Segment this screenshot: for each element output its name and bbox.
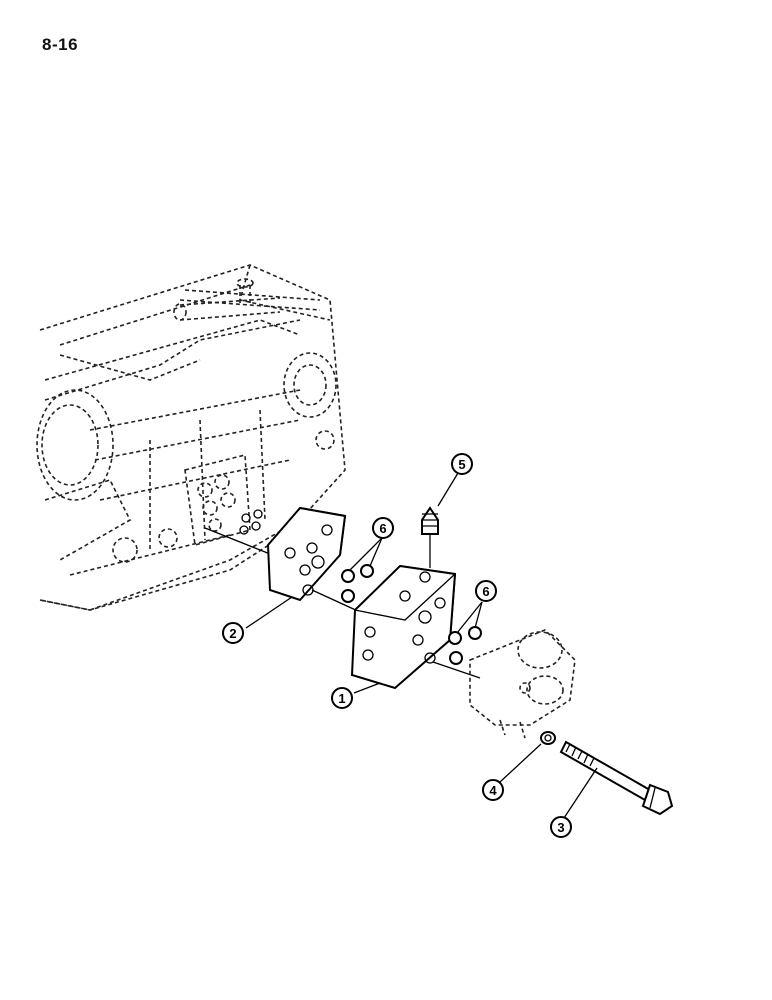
alignment-line xyxy=(432,661,481,679)
callout-3: 3 xyxy=(550,816,572,838)
callout-label: 3 xyxy=(557,820,564,835)
callout-label: 6 xyxy=(379,521,386,536)
callout-5: 5 xyxy=(451,453,473,475)
adapter-plate-2 xyxy=(266,506,347,602)
transmission-housing-outline xyxy=(36,264,346,611)
callout-label: 2 xyxy=(229,626,236,641)
o-rings-group-a xyxy=(341,564,374,603)
alignment-line xyxy=(311,589,361,613)
callout-label: 4 xyxy=(489,783,497,798)
o-rings-group-b xyxy=(448,626,482,665)
page-number: 8-16 xyxy=(42,35,79,54)
valve-block-1 xyxy=(350,564,457,690)
callout-label: 6 xyxy=(482,584,489,599)
callout-1: 1 xyxy=(331,687,353,709)
callout-2: 2 xyxy=(222,622,244,644)
washer-4 xyxy=(540,731,556,745)
callout-6a: 6 xyxy=(372,517,394,539)
bolt-3 xyxy=(559,740,674,816)
callout-label: 5 xyxy=(458,457,465,472)
callout-label: 1 xyxy=(338,691,345,706)
callout-6b: 6 xyxy=(475,580,497,602)
leader-lines xyxy=(245,472,598,819)
fitting-5 xyxy=(421,506,439,568)
pump-outline xyxy=(469,629,576,739)
callout-4: 4 xyxy=(482,779,504,801)
